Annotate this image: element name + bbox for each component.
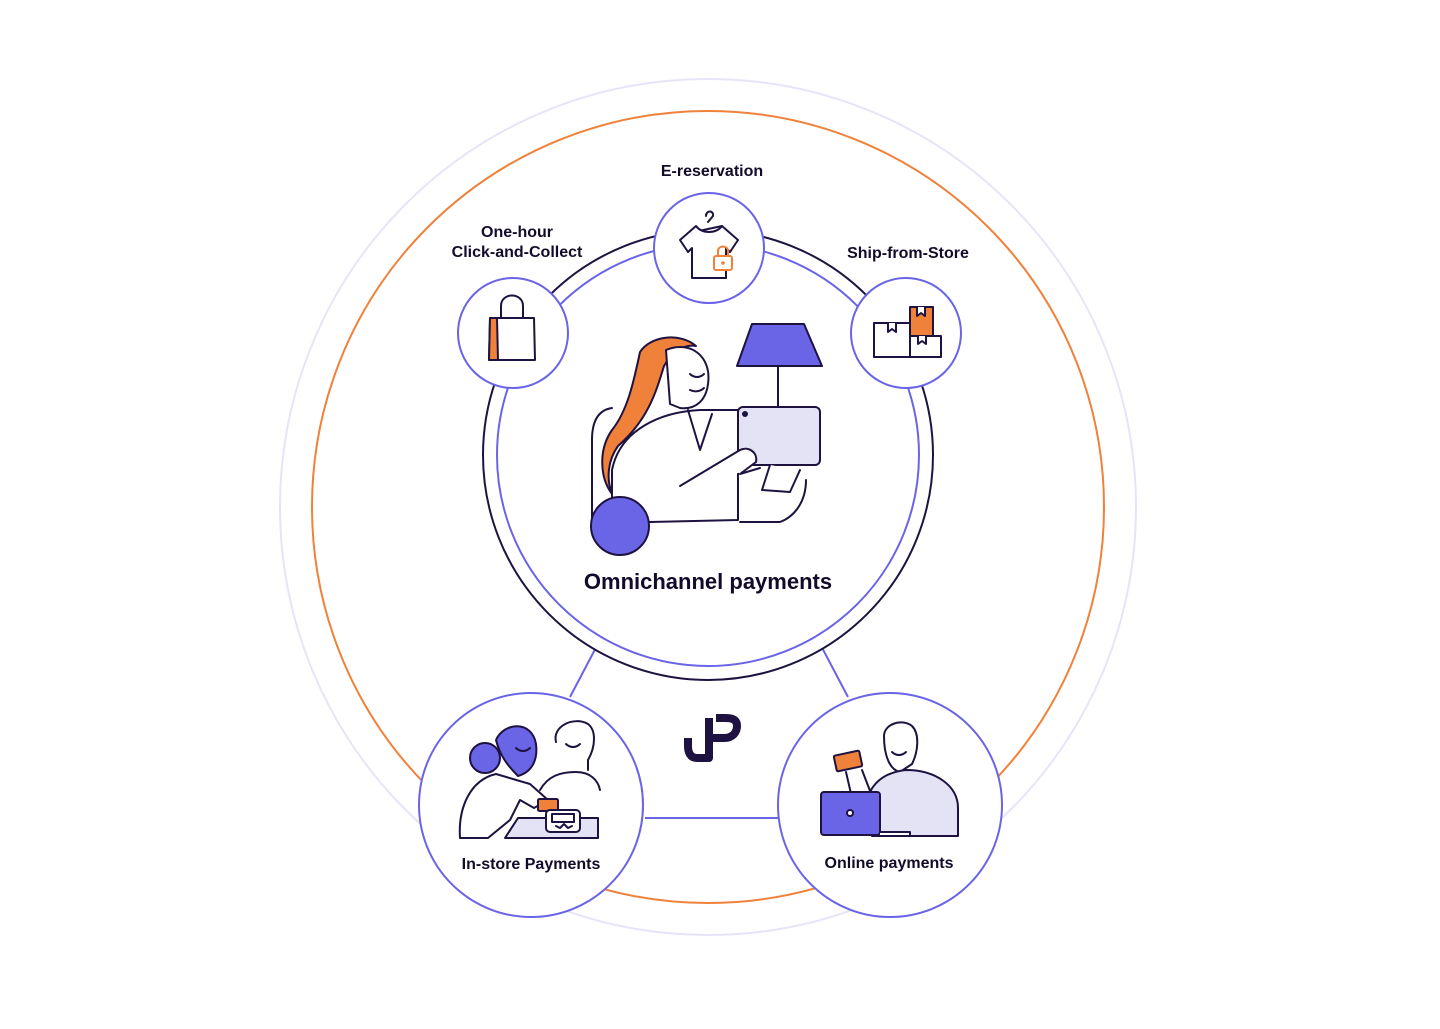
shopping-bag-icon	[488, 294, 536, 361]
tshirt-hanger-lock-icon	[679, 210, 739, 279]
label-click-collect: One-hour Click-and-Collect	[452, 223, 583, 263]
center-label: Omnichannel payments	[583, 569, 833, 594]
label-online: Online payments	[824, 855, 954, 872]
label-e-reservation: E-reservation	[661, 162, 763, 182]
label-ship-from-store: Ship-from-Store	[847, 244, 969, 264]
online-payment-illustration	[820, 721, 959, 837]
outer-light-ring	[279, 78, 1137, 936]
boxes-icon	[873, 306, 942, 358]
label-in-store: In-store Payments	[461, 856, 601, 873]
in-store-payment-illustration	[458, 720, 601, 839]
brand-logo-icon	[684, 714, 741, 762]
label-line: One-hour	[481, 224, 553, 241]
woman-tablet-illustration	[590, 323, 823, 556]
orange-ring	[311, 110, 1105, 904]
label-line: Ship-from-Store	[847, 245, 969, 262]
label-line: Click-and-Collect	[451, 244, 583, 261]
label-line: E-reservation	[660, 163, 764, 180]
